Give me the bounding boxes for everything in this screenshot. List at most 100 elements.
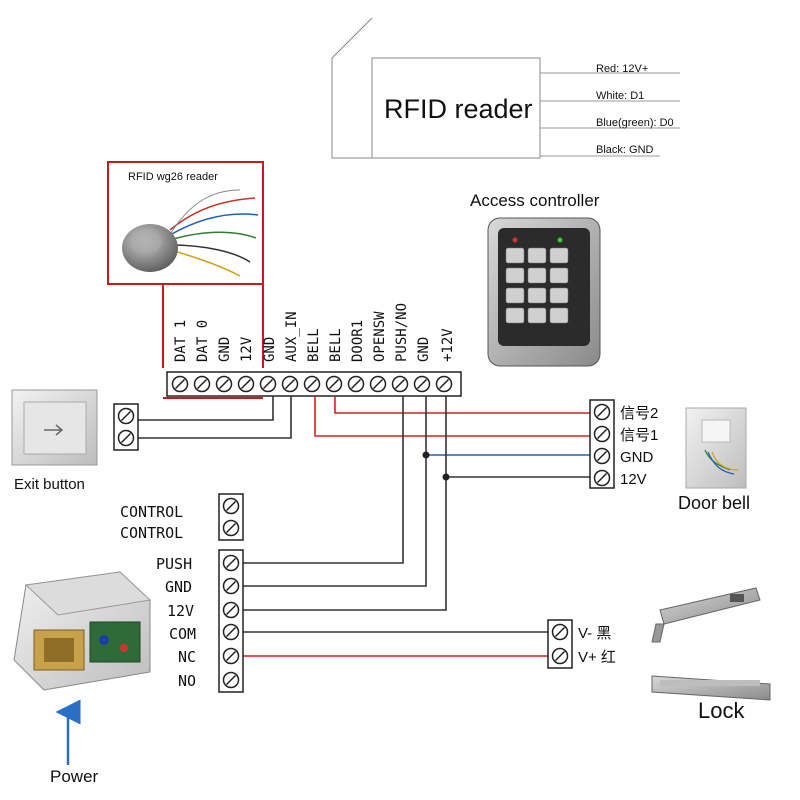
rfid-wire-lines: [540, 72, 680, 157]
terminal-screw: [281, 375, 299, 393]
bell-screws: [593, 403, 611, 487]
rfid-wire-white-label: White: D1: [596, 90, 644, 102]
ps-label-push: PUSH: [156, 555, 192, 573]
exit-button-unit: Exit button: [11, 389, 139, 493]
wire-push: [243, 396, 404, 564]
terminal-label-bell-1: BELL: [306, 328, 322, 362]
terminal-label-aux-in: AUX_IN: [284, 311, 300, 362]
exit-button-icon: [11, 389, 98, 466]
terminal-screw: [303, 375, 321, 393]
lock-unit: V- 黑 V+ 红 Lock: [547, 587, 771, 723]
terminal-screw: [117, 429, 135, 447]
wire-12v: [243, 396, 447, 611]
door-bell-label: Door bell: [678, 493, 750, 513]
rfid-wire-black-label: Black: GND: [596, 144, 654, 156]
terminal-label-gnd: GND: [262, 337, 278, 362]
terminal-screw: [325, 375, 343, 393]
terminal-label-opensw: OPENSW: [372, 311, 388, 362]
terminal-label-dat1: DAT 1: [173, 320, 189, 362]
wire-bell-1: [314, 396, 590, 437]
wires: [138, 396, 590, 657]
terminal-label-door1: DOOR1: [350, 320, 366, 362]
door-bell-unit: 信号2 信号1 GND 12V Door bell: [589, 399, 750, 513]
terminal-label-gnd-reader: GND: [217, 337, 233, 362]
ps-label-nc: NC: [178, 648, 196, 666]
terminal-screw: [593, 469, 611, 487]
terminal-label-dat0: DAT 0: [195, 320, 211, 362]
terminal-screw: [237, 375, 255, 393]
door-bell-terminal-sig1: 信号1: [620, 427, 658, 444]
wg26-reader-label: RFID wg26 reader: [128, 171, 218, 183]
controller-unit: Access controller: [470, 191, 601, 367]
terminal-label-bell-2: BELL: [328, 328, 344, 362]
controller-label: Access controller: [470, 191, 600, 210]
door-bell-icon: [685, 407, 747, 489]
lock-terminal-vplus: V+ 红: [578, 649, 616, 666]
control-label-2: CONTROL: [120, 524, 183, 542]
exit-button-label: Exit button: [14, 476, 85, 493]
power-supply-screws: [222, 497, 240, 689]
wire-junction: [422, 451, 430, 459]
terminal-label-plus12v: +12V: [440, 328, 456, 362]
ps-label-gnd: GND: [165, 578, 192, 596]
terminal-screw: [222, 671, 240, 689]
power-label: Power: [50, 767, 99, 786]
terminal-screw: [222, 519, 240, 537]
terminal-screw: [117, 407, 135, 425]
exit-screws: [117, 407, 135, 447]
door-bell-terminal-12v: 12V: [620, 471, 647, 488]
rfid-reader-box: RFID reader Red: 12V+ White: D1 Blue(gre…: [331, 17, 680, 159]
door-bell-terminal-sig2: 信号2: [620, 405, 658, 422]
wire-exit-gnd: [138, 396, 274, 421]
terminal-screw: [193, 375, 211, 393]
terminal-screw: [222, 601, 240, 619]
terminal-screw: [593, 425, 611, 443]
controller-terminal-block: [163, 371, 462, 399]
terminal-screw: [551, 647, 569, 665]
terminal-screw: [259, 375, 277, 393]
terminal-screw: [222, 577, 240, 595]
power-supply-unit: CONTROL CONTROL PUSH GND 12V COM NC NO P…: [13, 493, 244, 786]
terminal-screw: [435, 375, 453, 393]
terminal-screw: [551, 623, 569, 641]
terminal-screw: [171, 375, 189, 393]
control-label-1: CONTROL: [120, 503, 183, 521]
terminal-screw: [215, 375, 233, 393]
wire-exit-aux: [138, 396, 292, 439]
ps-label-no: NO: [178, 672, 196, 690]
wire-junction: [442, 473, 450, 481]
controller-screws: [171, 375, 453, 393]
rfid-reader-icon: [122, 189, 259, 277]
lock-label: Lock: [698, 698, 745, 723]
lock-icon: [651, 587, 771, 701]
rfid-wire-red-label: Red: 12V+: [596, 63, 648, 75]
ps-label-com: COM: [169, 625, 196, 643]
lock-screws: [551, 623, 569, 665]
wire-bell-2: [334, 396, 590, 414]
power-supply-icon: [13, 571, 152, 691]
terminal-screw: [222, 497, 240, 515]
wire-gnd: [243, 396, 427, 587]
terminal-label-push-no: PUSH/NO: [394, 303, 410, 362]
lock-terminal-vminus: V- 黑: [578, 625, 611, 642]
keypad-icon: [487, 217, 601, 367]
terminal-label-12v-reader: 12V: [239, 336, 255, 362]
rfid-reader-title: RFID reader: [384, 94, 533, 124]
controller-terminal-labels: DAT 1 DAT 0 GND 12V GND AUX_IN BELL BELL…: [173, 303, 456, 362]
terminal-screw: [222, 623, 240, 641]
terminal-label-gnd-2: GND: [416, 337, 432, 362]
terminal-screw: [413, 375, 431, 393]
ps-label-12v: 12V: [167, 602, 194, 620]
door-bell-terminal-gnd: GND: [620, 449, 654, 466]
terminal-screw: [391, 375, 409, 393]
terminal-screw: [593, 447, 611, 465]
wg26-reader-panel: RFID wg26 reader: [107, 161, 264, 368]
terminal-screw: [593, 403, 611, 421]
terminal-screw: [347, 375, 365, 393]
terminal-screw: [222, 554, 240, 572]
rfid-wire-blue-label: Blue(green): D0: [596, 117, 674, 129]
terminal-screw: [222, 647, 240, 665]
terminal-screw: [369, 375, 387, 393]
